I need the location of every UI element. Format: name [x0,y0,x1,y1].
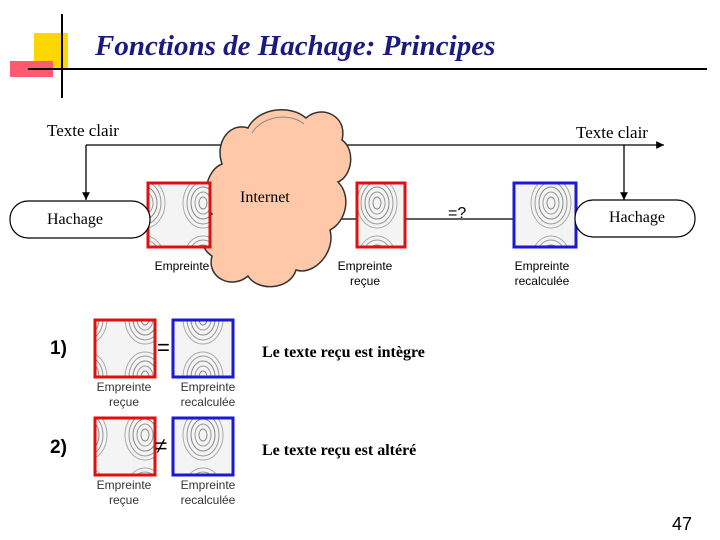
case2-statement: Le texte reçu est altéré [262,442,417,459]
empreinte-recue-box [355,181,407,249]
case1-recue-label: Empreinte reçue [96,380,152,409]
hachage-right-oval [574,199,696,238]
internet-label: Internet [240,189,290,206]
texte-clair-left-label: Texte clair [47,121,119,140]
page-number: 47 [672,514,693,534]
case1-operator: = [157,335,170,360]
empreinte-recalculee-label: Empreinte recalculée [514,259,570,288]
hachage-right-label: Hachage [609,209,665,226]
slide-title: Fonctions de Hachage: Principes [95,30,496,62]
empreinte-label: Empreinte [154,259,210,273]
empreinte-recalculee-box [512,181,578,249]
case2-recue-label: Empreinte reçue [96,478,152,507]
case2-recalculee-box [171,416,235,477]
case1-recue-box [93,318,157,379]
case1-recalculee-box [171,318,235,379]
title-decoration [10,14,707,98]
empreinte-box [146,181,212,249]
hachage-left-label: Hachage [47,211,103,228]
compare-label: =? [448,205,467,222]
case2-step: 2) [50,437,67,458]
case2-operator: ≠ [155,433,168,458]
case2-recue-box [93,416,157,477]
texte-clair-right-label: Texte clair [576,123,648,142]
case2-recalculee-label: Empreinte recalculée [180,478,236,507]
case1-step: 1) [50,338,67,359]
case1-recalculee-label: Empreinte recalculée [180,380,236,409]
hachage-left-oval [9,200,151,239]
empreinte-recue-label: Empreinte reçue [337,259,393,288]
case1-statement: Le texte reçu est intègre [262,344,425,361]
